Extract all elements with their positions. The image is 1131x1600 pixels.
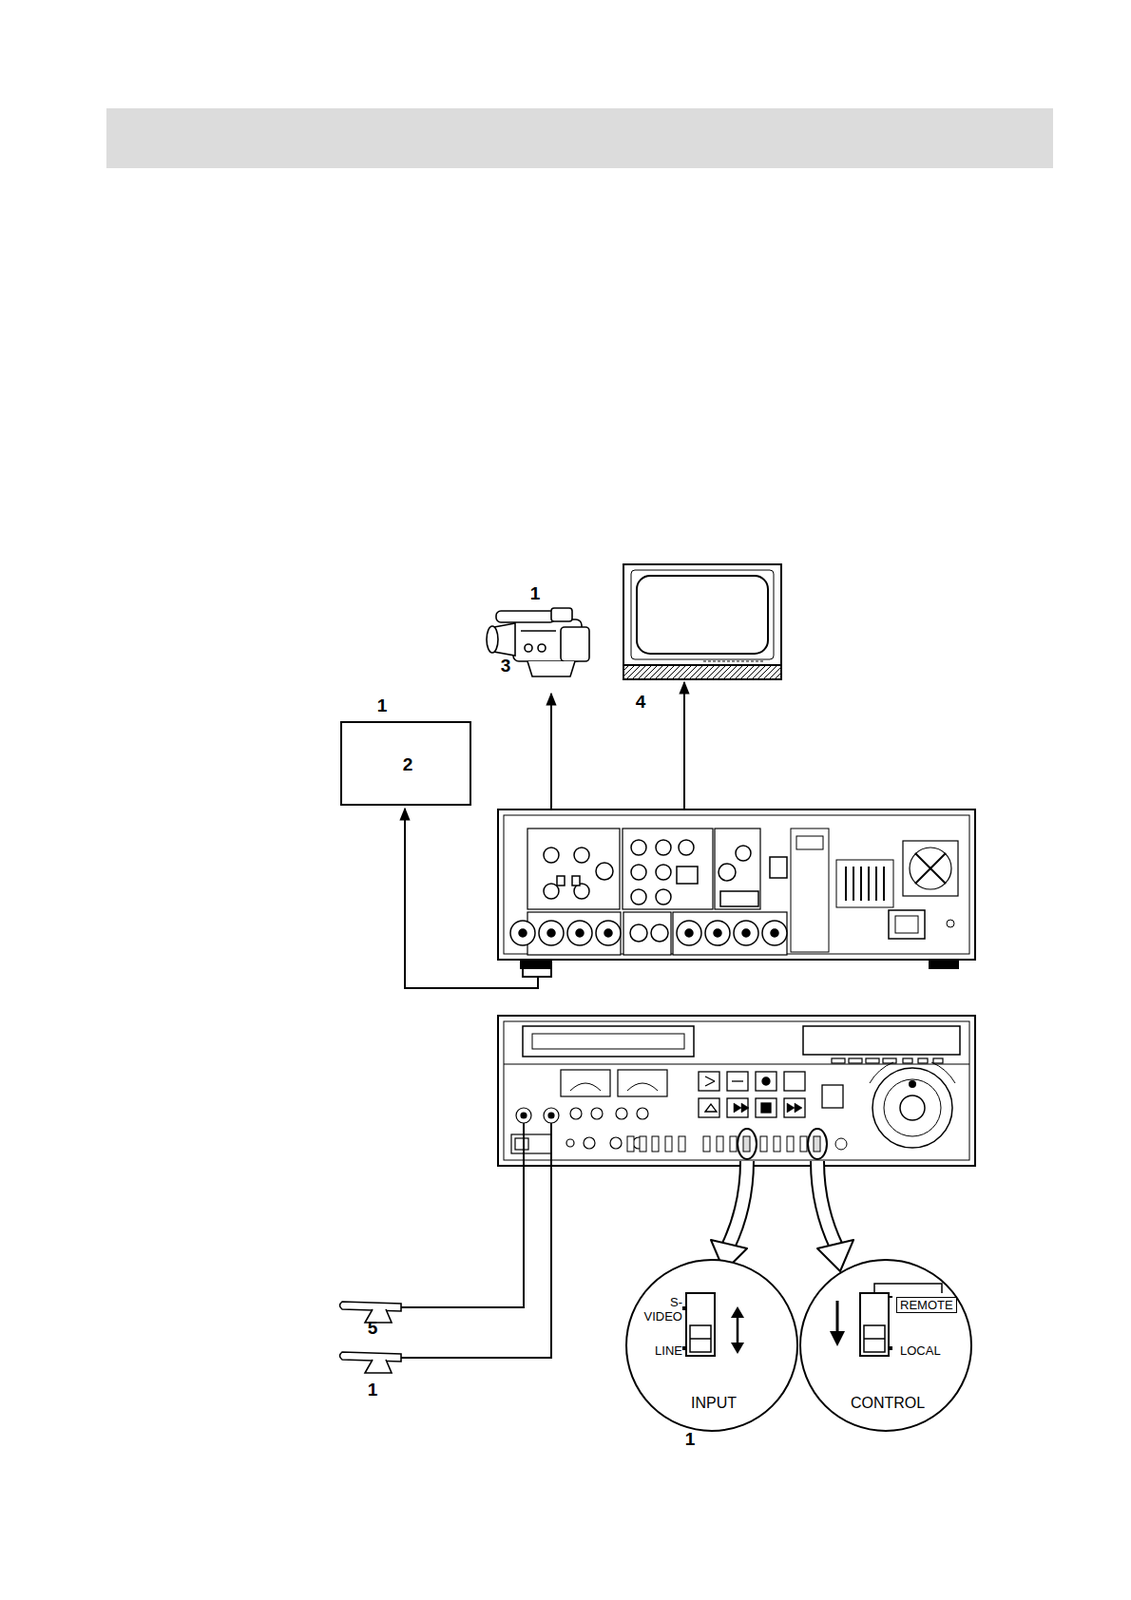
callout-number: 1	[377, 695, 388, 717]
switch-callout-circle: S- VIDEO LINE INPUT	[625, 1259, 799, 1433]
callout-number: 1	[530, 583, 541, 605]
switch-callout-circle: REMOTE LOCAL CONTROL	[799, 1259, 973, 1433]
rear-deck	[498, 809, 976, 969]
switch-name: INPUT	[690, 1395, 737, 1413]
callout-number: 3	[500, 655, 512, 677]
microphone	[340, 1302, 403, 1374]
device-number: 2	[402, 754, 414, 776]
switch-name: CONTROL	[850, 1395, 925, 1413]
device-box: 12	[340, 721, 472, 806]
camera	[486, 608, 590, 677]
switch-position: REMOTE	[896, 1297, 958, 1314]
front-deck	[498, 1015, 976, 1167]
switch-position: S- VIDEO	[640, 1296, 683, 1325]
callout-number: 4	[635, 691, 647, 713]
switch-position: LINE	[654, 1343, 683, 1359]
hollow-arrow	[710, 1161, 854, 1272]
callout-number: 5	[367, 1318, 379, 1340]
callout-number: 1	[367, 1380, 379, 1401]
header-band	[106, 108, 1054, 169]
monitor	[623, 564, 782, 680]
switch-position: LOCAL	[900, 1343, 941, 1359]
callout-number: 1	[685, 1429, 696, 1451]
mic-cable	[401, 1123, 552, 1359]
